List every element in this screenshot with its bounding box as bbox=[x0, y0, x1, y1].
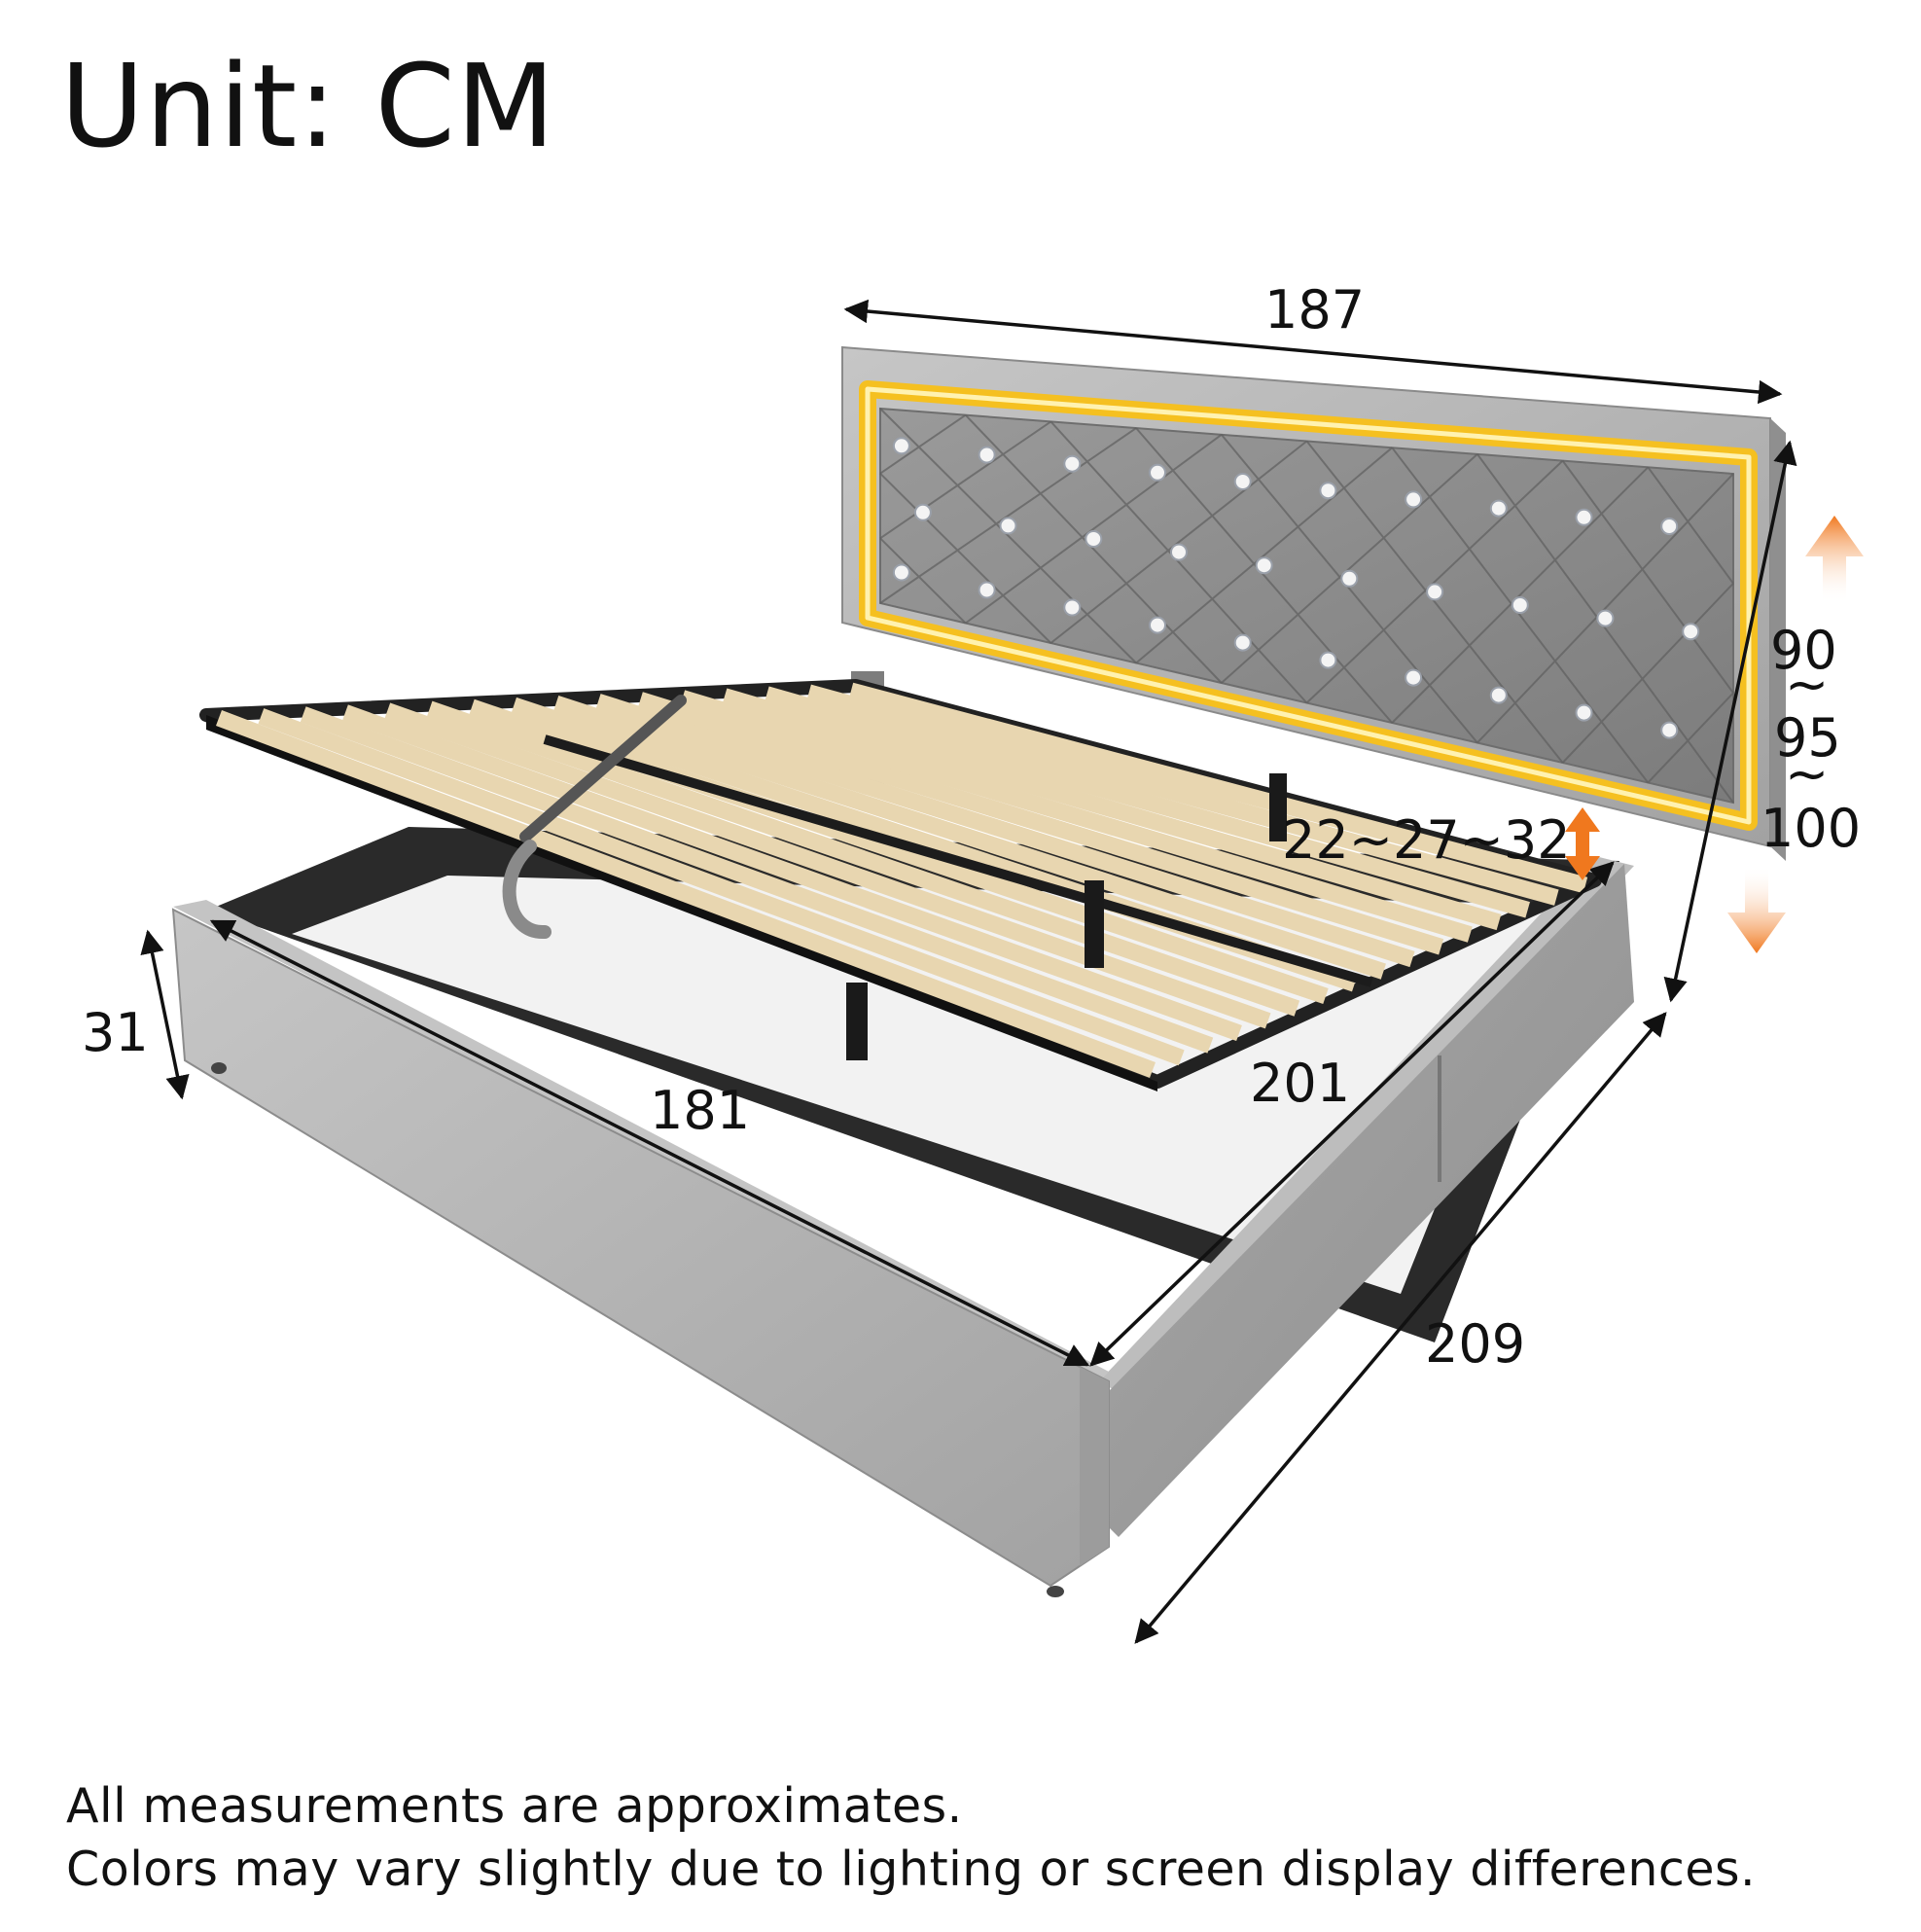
tufting-line bbox=[1221, 453, 1478, 684]
tufting-line bbox=[1305, 440, 1564, 764]
crystal-button bbox=[1319, 651, 1337, 669]
platform-leg-2 bbox=[1085, 880, 1104, 968]
crystal-button bbox=[892, 563, 910, 582]
dimension-lines bbox=[140, 299, 1797, 1644]
crystal-button bbox=[1405, 490, 1423, 509]
tufting-line bbox=[1305, 459, 1564, 704]
crystal-button bbox=[1255, 556, 1273, 575]
dim-line-inner-width bbox=[209, 919, 1090, 1367]
label-height-mid: 95 bbox=[1774, 707, 1841, 769]
dim-line-base-height bbox=[140, 929, 190, 1100]
label-height-min: 90 bbox=[1770, 620, 1837, 681]
tufting-line bbox=[1221, 434, 1478, 744]
platform-leg-3 bbox=[1269, 773, 1287, 841]
crystal-button bbox=[1596, 609, 1615, 627]
unit-title: Unit: CM bbox=[60, 39, 556, 173]
arrow-lift-orange bbox=[1565, 807, 1600, 880]
height-adjust-arrows bbox=[1565, 516, 1864, 953]
label-inner-width: 181 bbox=[650, 1080, 750, 1141]
tufting-line bbox=[1049, 420, 1308, 704]
label-gas-lift-heights: 22~27~32 bbox=[1282, 809, 1571, 871]
tufting-line bbox=[879, 427, 1137, 604]
crystal-button bbox=[913, 503, 932, 521]
crystal-button bbox=[1063, 454, 1082, 473]
crystal-button bbox=[978, 446, 996, 464]
tufting-line bbox=[879, 413, 967, 475]
label-base-height: 31 bbox=[82, 1002, 149, 1063]
label-headboard-width: 187 bbox=[1264, 279, 1365, 340]
crystal-button bbox=[978, 581, 996, 599]
tufting-line bbox=[965, 433, 1223, 625]
tufting-line bbox=[1049, 440, 1308, 644]
tufting-line bbox=[1391, 466, 1650, 724]
dim-line-total-length bbox=[1134, 1012, 1667, 1644]
note-colors: Colors may vary slightly due to lighting… bbox=[66, 1842, 1757, 1897]
label-tilde-2: ~ bbox=[1785, 743, 1829, 805]
label-tilde-1: ~ bbox=[1785, 654, 1829, 715]
tufting-lines bbox=[879, 408, 1734, 804]
crystal-button bbox=[1233, 633, 1252, 652]
platform-leg-1 bbox=[846, 983, 868, 1060]
note-approximate: All measurements are approximates. bbox=[66, 1778, 963, 1834]
tufting-line bbox=[879, 537, 967, 625]
foot-left bbox=[211, 1062, 227, 1074]
label-inner-length: 201 bbox=[1250, 1053, 1350, 1114]
crystal-button bbox=[1575, 508, 1593, 526]
crystal-button bbox=[1489, 499, 1508, 518]
label-height-max: 100 bbox=[1761, 798, 1861, 859]
crystal-button bbox=[1170, 543, 1188, 561]
gas-strut bbox=[519, 695, 687, 842]
crystal-button bbox=[1682, 623, 1700, 641]
corner-post bbox=[1080, 1367, 1109, 1566]
crystal-button bbox=[1340, 569, 1359, 588]
arrow-down-orange bbox=[1727, 866, 1786, 953]
crystal-button bbox=[1319, 482, 1337, 500]
crystal-button bbox=[1405, 668, 1423, 687]
tufting-line bbox=[964, 414, 1223, 684]
crystal-button bbox=[1511, 596, 1529, 614]
dim-line-headboard-height bbox=[1663, 440, 1797, 1003]
dim-line-width-top bbox=[843, 299, 1783, 405]
crystal-button bbox=[1233, 473, 1252, 490]
tufting-line bbox=[1391, 447, 1650, 784]
crystal-button bbox=[1575, 703, 1593, 722]
crystal-button bbox=[1085, 530, 1103, 548]
crystal-button bbox=[1426, 583, 1444, 601]
crystal-button bbox=[1489, 686, 1508, 704]
tufting-line bbox=[879, 420, 1051, 540]
tufting-line bbox=[879, 472, 1052, 644]
arrow-up-orange bbox=[1805, 516, 1864, 603]
label-total-length: 209 bbox=[1425, 1313, 1525, 1375]
crystal-button bbox=[1149, 463, 1166, 482]
wood-slat bbox=[848, 682, 1588, 894]
crystal-button bbox=[892, 437, 910, 455]
tufting-line bbox=[1135, 427, 1393, 724]
crystal-button bbox=[1063, 598, 1082, 617]
foot-front bbox=[1047, 1586, 1064, 1597]
tufting-line bbox=[879, 408, 1137, 664]
crystal-button bbox=[1149, 616, 1166, 634]
crystal-button bbox=[999, 517, 1017, 535]
crystal-button bbox=[1660, 721, 1679, 739]
crystal-button bbox=[1660, 518, 1679, 535]
tufting-line bbox=[1135, 447, 1393, 664]
